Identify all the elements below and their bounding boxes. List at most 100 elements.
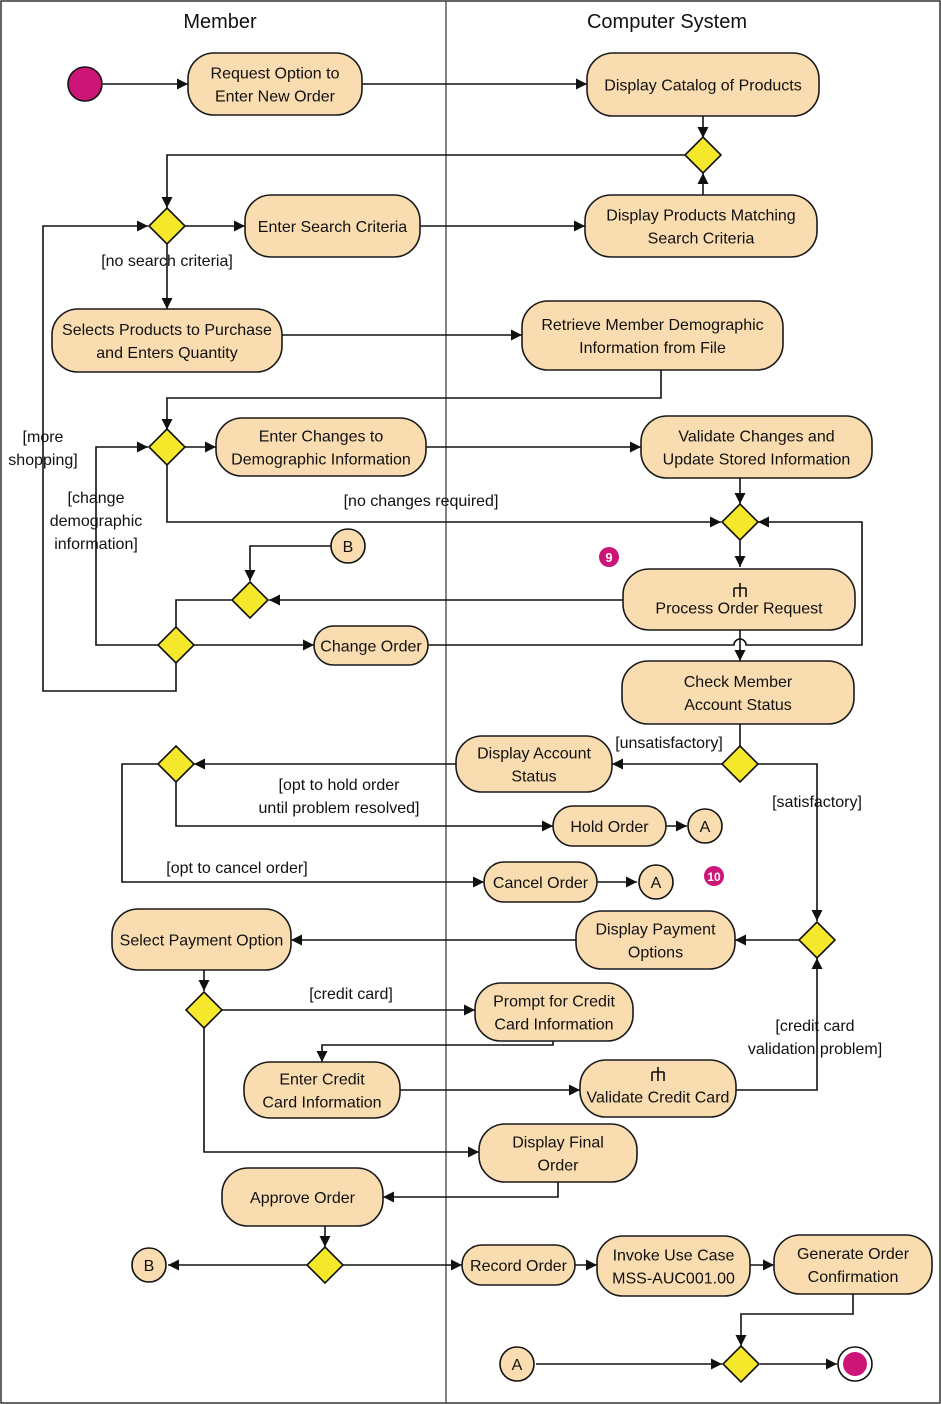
activity-shape xyxy=(621,660,855,725)
activity-shape xyxy=(478,1123,638,1183)
activity-label: Validate Credit Card xyxy=(587,1090,730,1107)
decision-payment xyxy=(797,920,837,960)
decision-hold-cancel xyxy=(156,744,196,784)
flow-more-shopping xyxy=(42,220,177,692)
activity-label: Validate Changes and xyxy=(678,429,834,446)
activity-label: Process Order Request xyxy=(655,601,823,618)
activity-label: Confirmation xyxy=(808,1269,899,1286)
guard-labels: [no search criteria][moreshopping][chang… xyxy=(8,253,882,1058)
activity-label: Retrieve Member Demographic xyxy=(541,317,763,334)
svg-text:A: A xyxy=(512,1357,523,1374)
activity-shape xyxy=(187,52,363,116)
connector-b-bottom: B xyxy=(131,1247,167,1283)
activity-label: Select Payment Option xyxy=(120,933,284,950)
activity-shape xyxy=(474,982,634,1042)
activity-shape xyxy=(640,415,873,479)
flow-decision-to-search-merge xyxy=(161,154,685,208)
activity-label: Request Option to xyxy=(211,66,340,83)
rake-icon xyxy=(733,583,747,597)
activity-shape xyxy=(521,300,784,371)
activity-shape xyxy=(773,1234,933,1295)
decision-nodes xyxy=(147,135,837,1384)
activity-label: Demographic Information xyxy=(231,452,411,469)
decision-payment-type xyxy=(184,990,224,1030)
guard-label-no-search: [no search criteria] xyxy=(101,253,233,270)
activity-label: Display Payment xyxy=(595,922,716,939)
activity-shape xyxy=(575,910,736,970)
activity-shape xyxy=(244,194,421,258)
flow-change-demographic xyxy=(95,441,158,646)
guard-label-opt-cancel: [opt to cancel order] xyxy=(166,860,307,877)
rake-icon xyxy=(651,1067,665,1081)
activity-shape xyxy=(622,568,856,631)
activity-shape xyxy=(221,1167,384,1227)
guard-label-more-shopping: shopping] xyxy=(8,452,77,469)
activity-label: Search Criteria xyxy=(648,231,755,248)
flow-opt-cancel xyxy=(121,763,484,888)
flow-no-changes xyxy=(166,465,721,528)
activity-label: Selects Products to Purchase xyxy=(62,322,272,339)
activity-label: Status xyxy=(511,769,556,786)
activity-label: Information from File xyxy=(579,340,726,357)
svg-text:A: A xyxy=(700,819,711,836)
flow-decision-to-lower-decision xyxy=(175,599,250,627)
end-node xyxy=(837,1346,873,1382)
activity-shape xyxy=(455,735,613,793)
decision-demographic xyxy=(147,427,187,467)
flow-edges xyxy=(42,78,863,1370)
activity-label: Record Order xyxy=(470,1258,568,1275)
activity-shape xyxy=(215,417,427,477)
activity-label: Enter Credit xyxy=(279,1072,365,1089)
activity-shape xyxy=(579,1059,737,1118)
lane-header-system: Computer System xyxy=(587,11,747,33)
activity-label: Cancel Order xyxy=(493,875,589,892)
callout-10: 10 xyxy=(704,866,724,886)
svg-text:A: A xyxy=(651,875,662,892)
decision-search xyxy=(147,206,187,246)
activity-approve-order: Approve Order xyxy=(221,1167,384,1227)
activity-shape xyxy=(243,1061,401,1119)
flow-change-order-loop xyxy=(428,516,863,646)
svg-text:B: B xyxy=(343,539,354,556)
activity-label: Invoke Use Case xyxy=(613,1248,735,1265)
connector-a-cancel: A xyxy=(638,864,674,900)
activity-cancel-order: Cancel Order xyxy=(483,861,598,903)
activity-label: Change Order xyxy=(320,639,422,656)
activity-hold-order: Hold Order xyxy=(552,805,667,847)
activity-label: Order xyxy=(538,1158,580,1175)
guard-label-opt-hold: until problem resolved] xyxy=(259,800,420,817)
guard-label-opt-hold: [opt to hold order xyxy=(279,777,401,794)
activity-label: Update Stored Information xyxy=(663,452,851,469)
activity-label: Display Catalog of Products xyxy=(604,78,801,95)
activity-label: Enter New Order xyxy=(215,89,336,106)
decision-merge-changes xyxy=(720,502,760,542)
flow-b-to-decision xyxy=(244,545,331,581)
activity-label: Enter Search Criteria xyxy=(258,219,407,236)
svg-text:9: 9 xyxy=(605,550,612,565)
activity-record-order: Record Order xyxy=(461,1244,576,1286)
activity-process-order: Process Order Request xyxy=(622,568,856,631)
decision-process xyxy=(230,580,270,620)
flow-satisfactory xyxy=(758,763,823,921)
activity-label: and Enters Quantity xyxy=(96,345,237,362)
activity-shape xyxy=(51,308,283,373)
decision-approve xyxy=(305,1245,345,1285)
guard-label-more-shopping: [more xyxy=(23,429,64,446)
guard-label-satisfactory: [satisfactory] xyxy=(772,794,862,811)
activity-label: MSS-AUC001.00 xyxy=(612,1271,735,1288)
flow-final-to-approve xyxy=(383,1182,559,1203)
activity-enter-changes: Enter Changes to Demographic Information xyxy=(215,417,427,477)
guard-label-credit-problem: validation problem] xyxy=(748,1041,882,1058)
activity-label: Card Information xyxy=(262,1095,381,1112)
activity-label: Enter Changes to xyxy=(259,429,384,446)
